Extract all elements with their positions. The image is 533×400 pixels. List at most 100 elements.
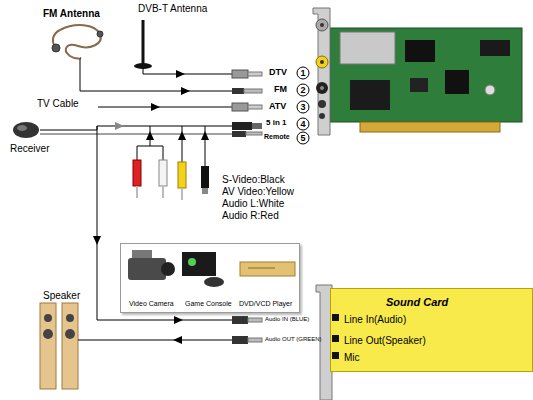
tv-tuner-card: [316, 56, 328, 68]
signal-wire: [143, 68, 232, 74]
tv-tuner-card: [320, 23, 324, 27]
port-name: DTV: [269, 68, 287, 78]
cable-connector: [232, 131, 246, 137]
cable-connector: [252, 123, 262, 129]
cable-connector: [244, 89, 262, 93]
speaker-icon: [43, 329, 53, 339]
signal-wire: [98, 107, 232, 108]
device-box: Video CameraGame ConsoleDVD/VCD Player: [120, 243, 300, 313]
node-text: Game Console: [185, 300, 232, 308]
cable-color-note: AV Video:Yellow: [222, 186, 294, 197]
callout-circle: [297, 101, 309, 113]
speaker-icon: [44, 314, 52, 322]
rca-plug: [201, 166, 209, 188]
signal-wire: [163, 146, 164, 160]
rca-plug: [202, 188, 208, 194]
callout-circle: [297, 132, 309, 144]
rca-plug: [178, 162, 186, 188]
speaker-label: Speaker: [43, 290, 80, 301]
callout-circle: [297, 67, 309, 79]
arrow-head: [146, 131, 154, 140]
tv-tuner-card: [445, 70, 469, 94]
speaker-icon: [40, 303, 56, 389]
node-text: Line In(Audio): [344, 314, 406, 325]
node-text: Sound Card: [386, 296, 448, 308]
callout-number: 5: [297, 132, 309, 144]
tv-tuner-card: [313, 8, 330, 135]
port-name: 5 in 1: [266, 119, 286, 128]
signal-wire: [40, 126, 232, 130]
arrow-head: [173, 336, 182, 344]
tv-tuner-card: [330, 28, 522, 122]
rca-plug: [133, 160, 209, 200]
receiver-icon: [17, 125, 27, 131]
speaker-icon: [78, 340, 88, 341]
tv-tuner-card: [316, 82, 328, 94]
speaker-icon: [65, 329, 75, 339]
rca-plug: [136, 186, 138, 198]
cable-connector: [232, 88, 244, 94]
signal-wire: [137, 146, 138, 160]
tv-tuner-card: [350, 80, 390, 110]
rca-plug: [133, 160, 141, 186]
signal-name: Audio OUT (GREEN): [265, 336, 322, 343]
speaker-icon: [62, 303, 78, 389]
cable-connector: [246, 132, 262, 135]
arrow-head: [174, 316, 183, 324]
rca-plug: [159, 160, 167, 186]
arrow-head: [176, 70, 185, 78]
signal-wire: [40, 134, 232, 135]
cable-color-note: Audio L:White: [222, 198, 284, 209]
fm-antenna: [97, 31, 103, 37]
cable-connector: [248, 338, 262, 342]
port-name: FM: [274, 85, 287, 95]
fm-antenna: [52, 25, 103, 58]
tv-tuner-card: [313, 8, 522, 135]
cable-connector: [232, 336, 248, 344]
dvbt-antenna: [142, 20, 145, 64]
arrow-head: [181, 87, 190, 95]
cable-connector: [232, 70, 248, 78]
speaker-icon: [40, 303, 88, 389]
callout-number: 3: [297, 101, 309, 113]
tv-tuner-card: [485, 85, 495, 95]
signal-name: Audio IN (BLUE): [265, 316, 309, 323]
cable-connector: [248, 105, 262, 109]
port-name: ATV: [269, 102, 286, 112]
tv-tuner-card: [320, 86, 324, 90]
tv-tuner-card: [318, 100, 326, 108]
sound-card: Sound CardLine In(Audio) Line Out(Speaker…: [330, 288, 533, 372]
receiver-icon: [13, 122, 39, 138]
dvbt-antenna: [134, 20, 152, 69]
tv-tuner-card: [405, 40, 435, 62]
fm-antenna: [52, 44, 60, 52]
port-name: Remote: [264, 133, 290, 141]
signal-wire: [80, 58, 232, 91]
speaker-icon: [66, 314, 74, 322]
arrow-head: [115, 122, 124, 130]
source-label: Receiver: [10, 143, 49, 154]
tv-tuner-card: [319, 113, 325, 119]
arrow-head: [151, 103, 160, 111]
tv-tuner-card: [340, 32, 395, 64]
arrow-head: [93, 236, 101, 245]
source-label: TV Cable: [37, 98, 79, 109]
cable-color-note: Audio R:Red: [222, 210, 279, 221]
receiver-icon: [13, 122, 39, 138]
tv-tuner-card: [480, 40, 510, 56]
tv-tuner-card: [410, 78, 428, 92]
rca-plug: [181, 188, 183, 200]
callout-circle: [297, 84, 309, 96]
antenna-label: DVB-T Antenna: [138, 3, 207, 14]
callout-number: 2: [297, 84, 309, 96]
arrow-head: [201, 131, 209, 140]
tv-tuner-card: [320, 60, 324, 64]
cable-connector: [232, 316, 248, 324]
fm-antenna: [60, 25, 101, 58]
tv-tuner-card: [360, 122, 500, 132]
node-text: Line Out(Speaker): [344, 335, 426, 346]
node-text: Video Camera: [129, 300, 174, 308]
cable-color-note: S-Video:Black: [222, 174, 285, 185]
callout-circle: [297, 67, 309, 144]
